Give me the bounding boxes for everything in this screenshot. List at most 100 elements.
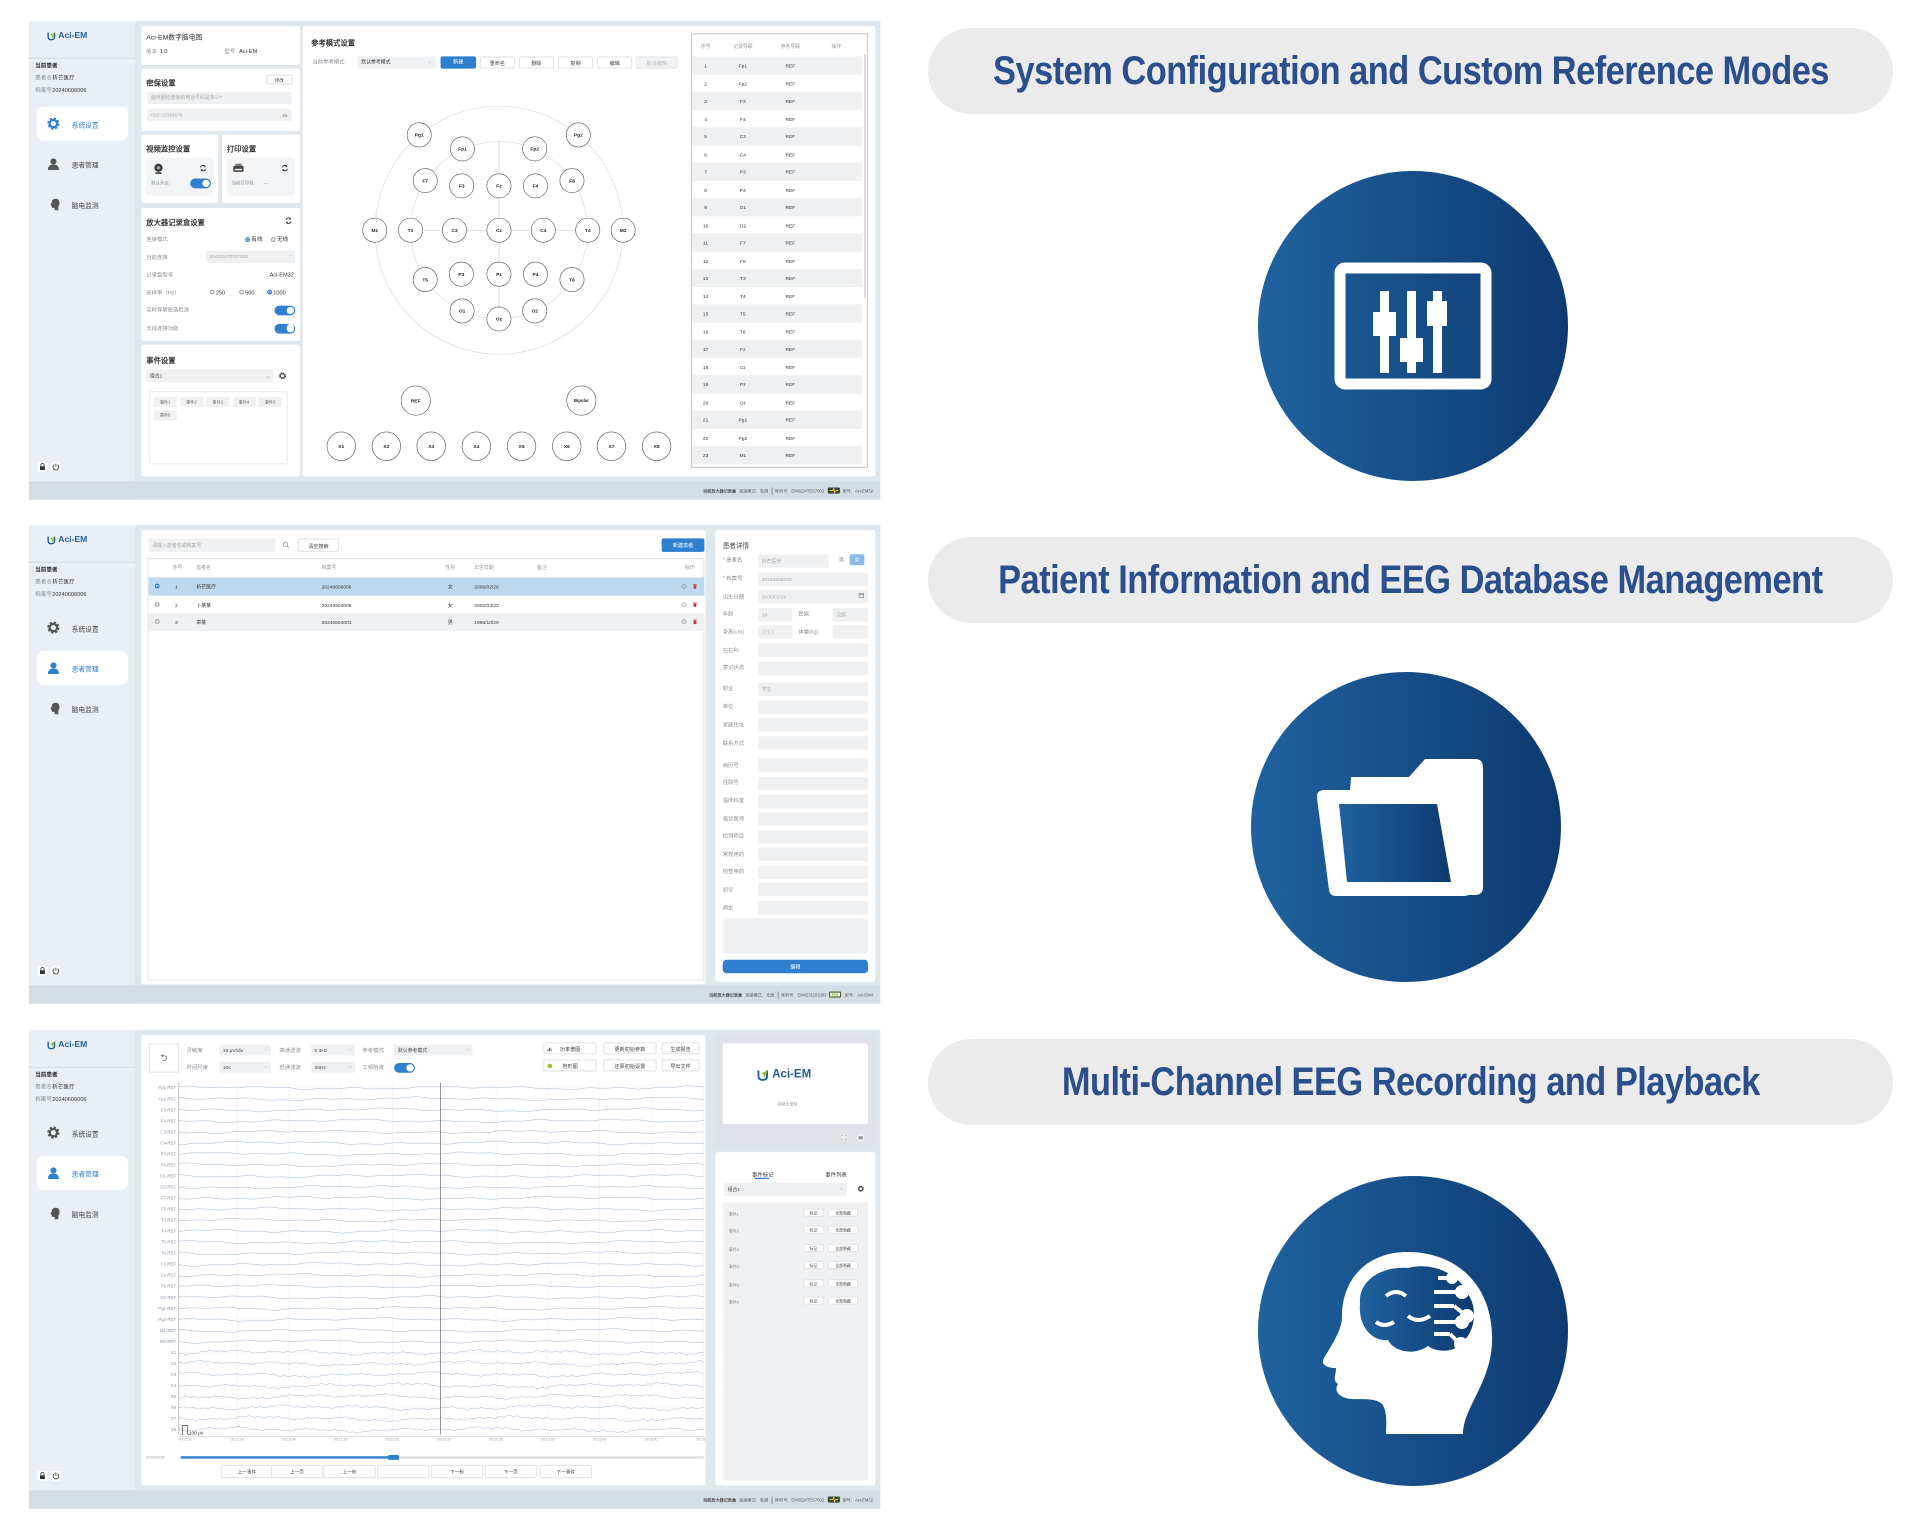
electrode-pg2[interactable]: Pg2: [565, 122, 591, 148]
snapshot-icon[interactable]: [857, 1133, 865, 1142]
electrode-fz[interactable]: Fz: [486, 173, 512, 199]
security-answer-input[interactable]: 020-12345678: [147, 108, 292, 122]
event-tag[interactable]: 事件6: [153, 410, 177, 421]
event-tag[interactable]: 事件1: [153, 397, 177, 407]
highpass-select[interactable]: 0.3Hz: [310, 1044, 355, 1056]
event-tag[interactable]: 事件5: [258, 397, 282, 407]
playback-track[interactable]: [180, 1456, 705, 1459]
new-patient-button[interactable]: 新建患者: [661, 538, 705, 552]
reference-mode-select[interactable]: 默认参考模式: [394, 1044, 473, 1056]
sidebar-item-eeg[interactable]: 脑电监测: [36, 187, 128, 221]
event-mark-button[interactable]: 标记: [803, 1243, 824, 1252]
event-tag[interactable]: 事件3: [206, 397, 230, 407]
edit-icon[interactable]: [681, 619, 687, 625]
event-combo-select[interactable]: 组合1: [723, 1182, 848, 1196]
detail-ethnic-input[interactable]: 汉族: [832, 607, 869, 622]
conn-wireless-radio[interactable]: [270, 236, 276, 242]
refresh-icon[interactable]: [284, 216, 293, 225]
notch-toggle[interactable]: [394, 1062, 415, 1073]
event-mark-button[interactable]: 标记: [803, 1260, 824, 1270]
calendar-icon[interactable]: [858, 592, 864, 598]
detail-field-input[interactable]: [758, 865, 869, 879]
reference-bipolar-node[interactable]: Bipolar: [566, 385, 597, 416]
electrode-t3[interactable]: T3: [398, 217, 423, 243]
next-page-button[interactable]: 下一页: [484, 1464, 538, 1479]
clear-search-button[interactable]: 清空搜索: [297, 538, 340, 552]
detail-field-input[interactable]: 学生: [758, 682, 869, 696]
power-icon[interactable]: [50, 965, 61, 976]
electrode-cz[interactable]: Cz: [486, 217, 512, 243]
event-hide-all-button[interactable]: 全部隐藏: [827, 1260, 859, 1270]
montage-copy-button[interactable]: 复制: [557, 56, 594, 69]
lock-icon[interactable]: [37, 1470, 48, 1481]
patient-select-radio[interactable]: [154, 619, 160, 624]
table-scrollbar[interactable]: [863, 53, 866, 299]
prev-second-button[interactable]: 上一秒: [323, 1464, 376, 1479]
event-mark-button[interactable]: 标记: [803, 1225, 824, 1234]
montage-edit-button[interactable]: 编辑: [596, 56, 633, 69]
sex-female-option[interactable]: 女: [849, 554, 865, 566]
lowpass-select[interactable]: 30Hz: [310, 1061, 355, 1073]
eye-icon[interactable]: [282, 112, 288, 118]
montage-delete-button[interactable]: 删除: [518, 56, 555, 69]
detail-file-input[interactable]: 20240606006: [758, 572, 869, 586]
event-combo-select[interactable]: 组合1: [146, 369, 274, 383]
detail-field-input[interactable]: [758, 776, 869, 790]
aux-electrode-x7[interactable]: X7: [596, 431, 627, 461]
sidebar-item-patients[interactable]: 患者管理: [36, 147, 128, 181]
electrode-f4[interactable]: F4: [523, 173, 548, 199]
detail-field-input[interactable]: [758, 901, 869, 915]
detail-field-input[interactable]: [758, 661, 869, 675]
detail-field-input[interactable]: [758, 718, 869, 732]
event-mark-button[interactable]: 标记: [803, 1207, 824, 1217]
electrode-f8[interactable]: F8: [559, 168, 585, 194]
event-mark-button[interactable]: 标记: [803, 1296, 824, 1305]
detail-field-input[interactable]: [758, 758, 869, 772]
detail-dob-input[interactable]: 2006/02/26: [758, 590, 869, 604]
timescale-select[interactable]: 10s: [219, 1061, 271, 1073]
sidebar-item-system[interactable]: 系统设置: [36, 1115, 128, 1149]
current-montage-select[interactable]: 默认参考模式: [357, 56, 436, 69]
electrode-o1[interactable]: O1: [449, 298, 475, 324]
refresh-icon[interactable]: [281, 164, 290, 173]
electrode-f3[interactable]: F3: [449, 173, 475, 199]
next-second-button[interactable]: 下一秒: [430, 1464, 484, 1479]
aux-electrode-x1[interactable]: X1: [326, 431, 356, 461]
aux-electrode-x3[interactable]: X3: [416, 431, 446, 461]
back-button[interactable]: ⮌: [148, 1043, 180, 1073]
electrode-pg1[interactable]: Pg1: [406, 122, 432, 148]
aux-electrode-x5[interactable]: X5: [506, 431, 537, 461]
electrode-c3[interactable]: C3: [442, 217, 467, 243]
detail-field-input[interactable]: [758, 736, 869, 750]
detail-field-input[interactable]: [758, 812, 869, 826]
delete-icon[interactable]: [692, 601, 697, 607]
patient-select-radio[interactable]: [154, 601, 160, 607]
delete-icon[interactable]: [692, 584, 697, 589]
lock-icon[interactable]: [37, 461, 48, 472]
action-report-button[interactable]: 生成报告: [661, 1042, 700, 1055]
aux-electrode-x6[interactable]: X6: [552, 431, 582, 461]
action-reset-params-button[interactable]: 还原初始设置: [603, 1059, 657, 1072]
aux-electrode-x4[interactable]: X4: [461, 431, 491, 461]
aux-electrode-x2[interactable]: X2: [371, 431, 401, 461]
rate-radio-500[interactable]: [239, 289, 244, 295]
aux-electrode-x8[interactable]: X8: [642, 431, 672, 461]
electrode-t6[interactable]: T6: [559, 267, 585, 292]
sensitivity-select[interactable]: 10 μV/div: [219, 1044, 271, 1056]
action-power-spectrum-button[interactable]: 功率谱图: [543, 1042, 597, 1055]
search-icon[interactable]: [282, 541, 291, 550]
